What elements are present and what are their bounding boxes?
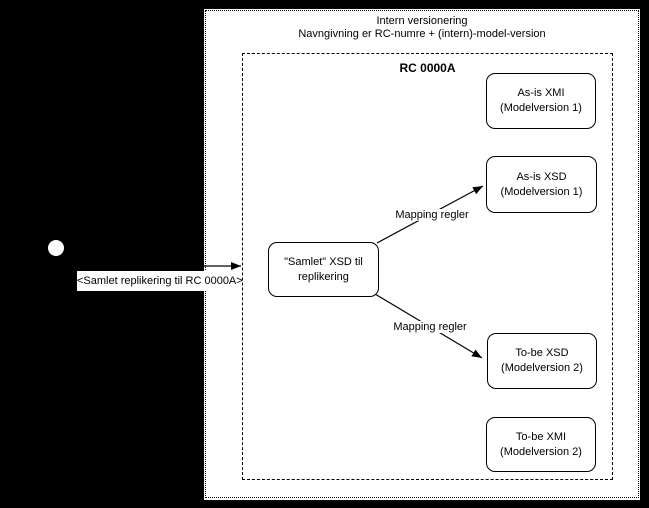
node-as-is-xmi: As-is XMI (Modelversion 1) — [486, 73, 596, 129]
edge-label-mapping-regler-top: Mapping regler — [394, 209, 470, 221]
start-event-circle — [48, 240, 64, 256]
edge-label-mapping-regler-bottom: Mapping regler — [392, 321, 468, 333]
rc-container-label: RC 0000A — [399, 61, 456, 75]
rc-container: RC 0000A — [242, 53, 613, 480]
node-as-is-xmi-line2: (Modelversion 1) — [500, 102, 582, 114]
node-samlet-xsd-line1: "Samlet" XSD til — [284, 255, 363, 268]
panel-title-line2: Navngivning er RC-numre + (intern)-model… — [298, 28, 546, 40]
node-to-be-xmi-line2: (Modelversion 2) — [500, 445, 582, 458]
node-to-be-xmi-line1: To-be XMI — [515, 430, 567, 443]
outer-dotted-border — [205, 10, 639, 498]
node-samlet-xsd-line2: replikering — [298, 270, 349, 283]
node-as-is-xsd-line1: As-is XSD — [516, 170, 567, 183]
panel-title-line1: Intern versionering — [376, 15, 468, 27]
node-as-is-xsd: As-is XSD (Modelversion 1) — [486, 156, 597, 213]
node-to-be-xsd: To-be XSD (Modelversion 2) — [487, 333, 597, 389]
node-to-be-xsd-line1: To-be XSD — [515, 347, 569, 359]
node-to-be-xsd-line2: (Modelversion 2) — [501, 362, 583, 374]
node-as-is-xmi-line1: As-is XMI — [517, 87, 565, 99]
node-samlet-xsd: "Samlet" XSD til replikering — [268, 242, 379, 297]
edge-label-samlet-replikering: <Samlet replikering til RC 0000A> — [77, 271, 243, 291]
node-as-is-xsd-line2: (Modelversion 1) — [500, 185, 583, 198]
node-to-be-xmi: To-be XMI (Modelversion 2) — [486, 417, 596, 472]
panel-title: Intern versionering Navngivning er RC-nu… — [204, 15, 640, 41]
